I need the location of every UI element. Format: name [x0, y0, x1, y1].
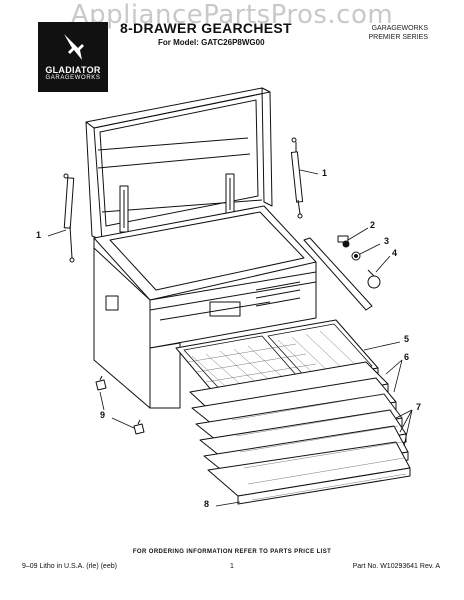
watermark: AppliancePartsPros.com — [70, 0, 394, 30]
logo-brand: GLADIATOR — [45, 65, 101, 75]
callout-2: 2 — [370, 220, 376, 230]
sword-icon — [64, 34, 84, 60]
chest-top — [93, 205, 317, 301]
leveling-feet — [95, 375, 145, 435]
callout-1-left: 1 — [36, 230, 42, 240]
series-line-2: PREMIER SERIES — [368, 34, 428, 41]
litho-line: 9–09 Litho in U.S.A. (rle) (eeb) — [22, 563, 117, 570]
drawer-stack — [175, 319, 411, 505]
page-number: 1 — [230, 563, 234, 570]
leader-lines — [47, 169, 413, 507]
screw — [342, 240, 350, 248]
logo-sub: GARAGEWORKS — [45, 75, 101, 81]
side-handle — [105, 295, 119, 311]
callout-5: 5 — [404, 334, 410, 344]
callout-8: 8 — [204, 499, 210, 509]
gas-strut-left — [63, 173, 75, 263]
model-line: For Model: GATC26P8WG00 — [158, 38, 265, 47]
ordering-note: FOR ORDERING INFORMATION REFER TO PARTS … — [132, 549, 332, 555]
page-title: 8-DRAWER GEARCHEST — [120, 20, 292, 36]
hardware — [337, 235, 381, 289]
part-number: Part No. W10293641 Rev. A — [352, 563, 440, 570]
callout-4: 4 — [392, 248, 398, 258]
callout-6: 6 — [404, 352, 410, 362]
callout-9: 9 — [100, 410, 106, 420]
callout-7: 7 — [416, 402, 422, 412]
chest-body — [93, 247, 317, 409]
series-label: GARAGEWORKS PREMIER SERIES — [368, 24, 428, 42]
series-line-1: GARAGEWORKS — [371, 25, 428, 32]
gladiator-logo: GLADIATOR GARAGEWORKS — [38, 22, 108, 92]
gas-strut-right — [290, 137, 304, 219]
callout-3: 3 — [384, 236, 390, 246]
trim-strip — [303, 237, 373, 311]
knob — [367, 275, 381, 289]
callout-1-right: 1 — [322, 168, 328, 178]
